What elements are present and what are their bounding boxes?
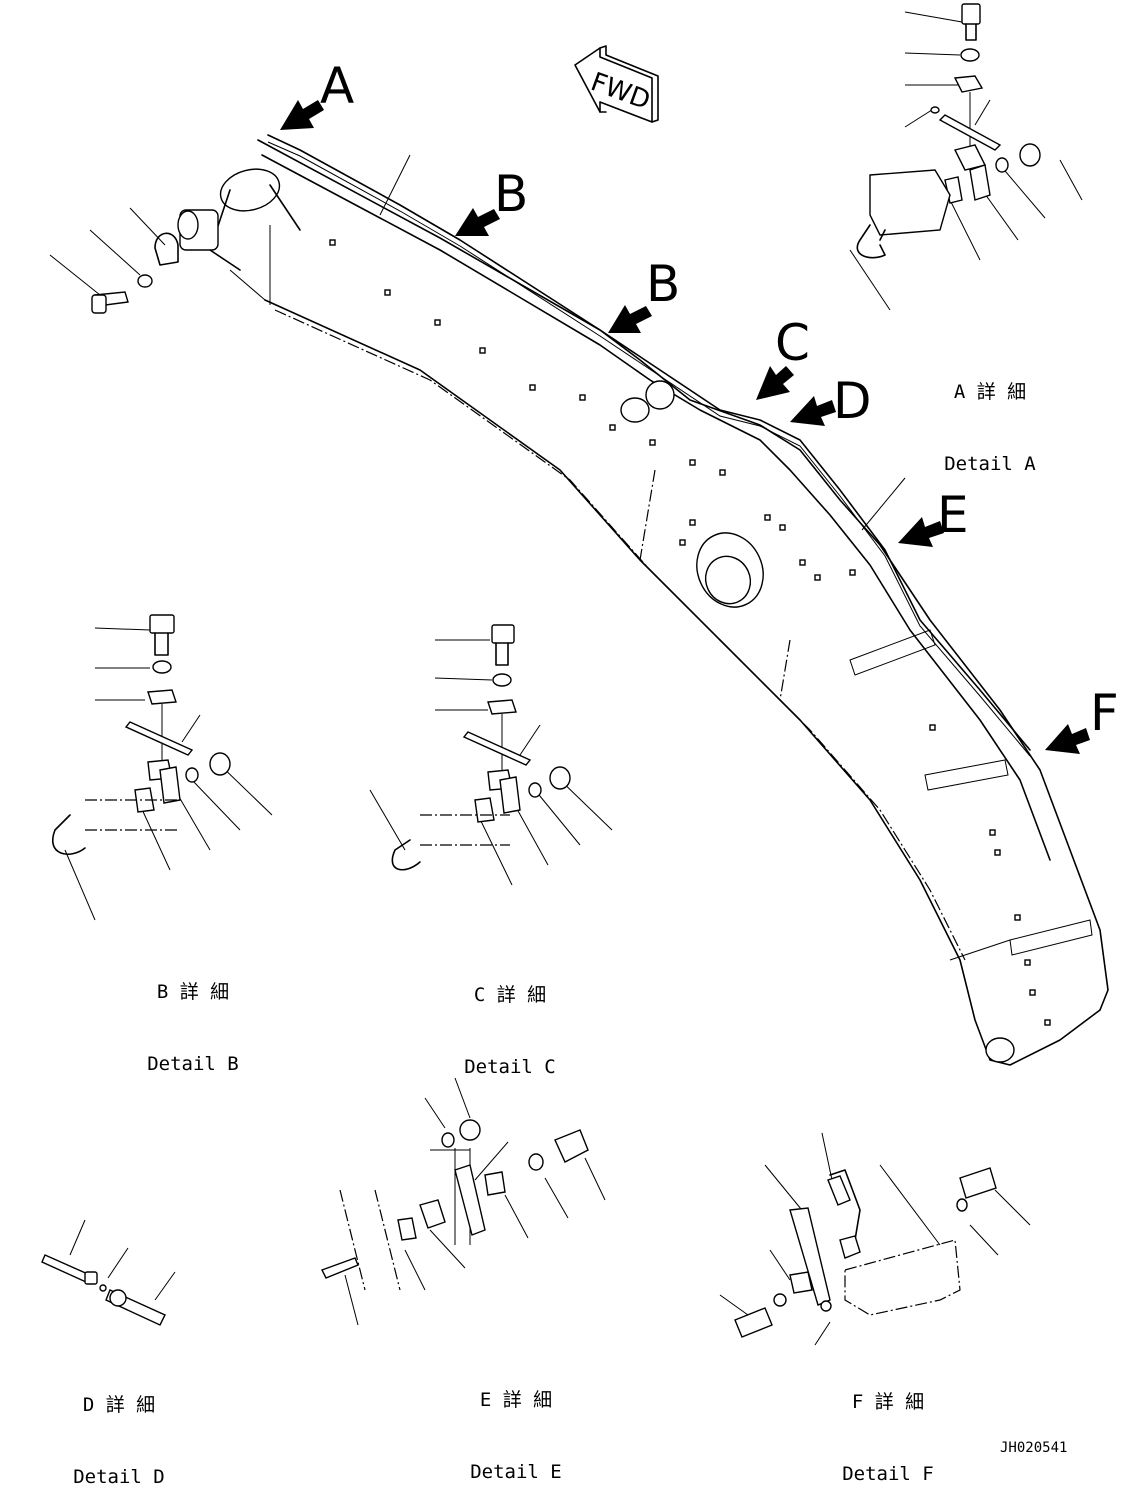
arrow-a-icon <box>280 100 324 130</box>
arrow-b2-icon <box>608 305 652 333</box>
detail-a-jp: A 詳 細 <box>953 381 1027 403</box>
detail-f-caption: F 詳 細 Detail F <box>833 1342 943 1487</box>
letter-f: F <box>1090 684 1119 742</box>
detail-c-drawing <box>369 624 613 886</box>
arrow-b1-icon <box>455 208 500 236</box>
foot-clamp-parts <box>49 207 179 314</box>
arrow-c-icon <box>756 366 794 400</box>
detail-b-drawing <box>52 614 273 921</box>
detail-a-drawing <box>849 3 1083 311</box>
detail-c-jp: C 詳 細 <box>473 984 547 1006</box>
drawing-code: JH020541 <box>1000 1440 1068 1456</box>
detail-f-drawing <box>719 1132 1031 1346</box>
detail-c-en: Detail C <box>464 1056 556 1078</box>
arrow-d-icon <box>790 396 836 426</box>
letter-b2: B <box>646 255 680 313</box>
letter-e: E <box>937 486 969 544</box>
detail-d-caption: D 詳 細 Detail D <box>64 1345 174 1487</box>
detail-f-en: Detail F <box>842 1463 934 1485</box>
detail-f-jp: F 詳 細 <box>851 1391 925 1413</box>
detail-e-jp: E 詳 細 <box>479 1389 553 1411</box>
detail-a-en: Detail A <box>944 453 1036 475</box>
detail-d-drawing <box>41 1219 176 1326</box>
detail-d-jp: D 詳 細 <box>82 1394 156 1416</box>
detail-c-caption: C 詳 細 Detail C <box>455 935 565 1103</box>
detail-e-drawing <box>321 1077 606 1326</box>
letter-c: C <box>775 314 810 372</box>
arrow-f-icon <box>1045 724 1090 754</box>
arrow-e-icon <box>898 517 944 547</box>
boom-body <box>177 134 1109 1066</box>
detail-b-caption: B 詳 細 Detail B <box>138 932 248 1100</box>
fwd-arrow-icon: FWD <box>574 45 659 123</box>
detail-e-caption: E 詳 細 Detail E <box>461 1340 571 1487</box>
detail-d-en: Detail D <box>73 1466 165 1487</box>
letter-a: A <box>320 57 354 115</box>
detail-e-en: Detail E <box>470 1461 562 1483</box>
detail-a-caption: A 詳 細 Detail A <box>935 332 1045 500</box>
detail-b-jp: B 詳 細 <box>156 981 230 1003</box>
letter-b1: B <box>494 165 528 223</box>
letter-d: D <box>833 372 872 430</box>
detail-b-en: Detail B <box>147 1053 239 1075</box>
